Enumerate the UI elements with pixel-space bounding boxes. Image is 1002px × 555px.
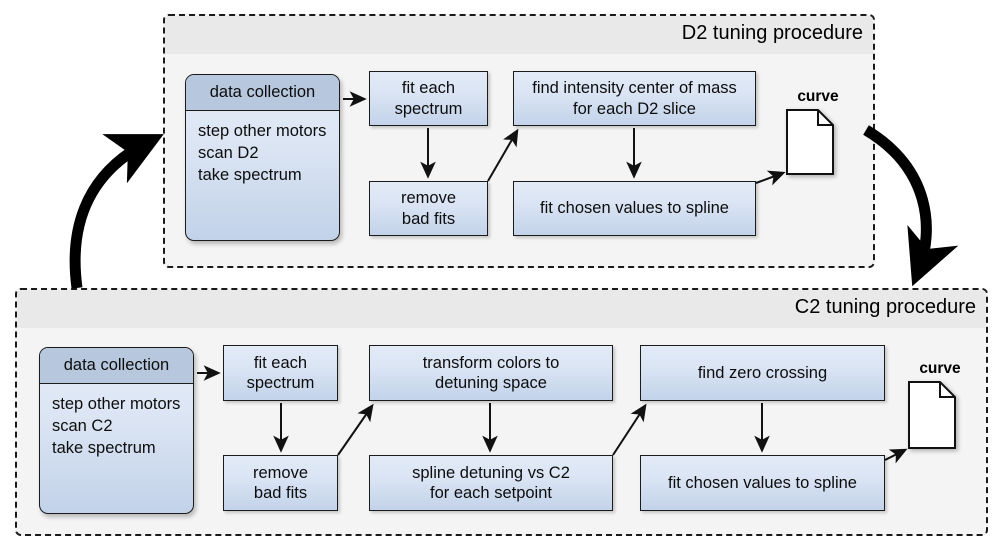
c2-step-1: step other motors: [52, 395, 181, 413]
panel-d2-header-band: [165, 16, 873, 54]
c2-fitspline-line-1: fit chosen values to spline: [668, 473, 857, 492]
panel-c2-title: C2 tuning procedure: [794, 296, 976, 318]
c2-remove-line-1: remove: [252, 463, 309, 482]
d2-step-3: take spectrum: [198, 165, 302, 184]
d2-data-collection-box: data collection step other motors scan D…: [185, 74, 340, 241]
c2-step-3: take spectrum: [52, 438, 156, 457]
panel-d2-title: D2 tuning procedure: [681, 22, 863, 44]
d2-step-2: scan D2: [198, 143, 259, 162]
d2-box-fit-each-spectrum: fit each spectrum: [369, 71, 488, 126]
d2-com-line-1: find intensity center of mass: [532, 79, 737, 98]
d2-output-curve: curve: [786, 88, 850, 198]
c2-data-collection-header: data collection: [40, 348, 193, 384]
c2-box-fit-each-spectrum: fit each spectrum: [223, 345, 338, 401]
d2-data-collection-header: data collection: [186, 75, 339, 111]
c2-box-transform-colors-to-detuning-space: transform colors to detuning space: [369, 345, 613, 401]
c2-remove-line-2: bad fits: [253, 484, 308, 502]
d2-remove-line-2: bad fits: [401, 209, 456, 228]
d2-fit-line-1: fit each: [401, 79, 456, 98]
c2-box-find-zero-crossing: find zero crossing: [640, 345, 885, 401]
d2-box-find-intensity-center-of-mass: find intensity center of mass for each D…: [513, 71, 756, 126]
c2-fit-line-2: spectrum: [246, 374, 315, 392]
c2-transform-line-1: transform colors to: [422, 353, 560, 372]
d2-spline-line-1: fit chosen values to spline: [540, 199, 729, 218]
c2-zero-line-1: find zero crossing: [697, 363, 828, 382]
c2-box-remove-bad-fits: remove bad fits: [223, 455, 338, 511]
d2-box-remove-bad-fits: remove bad fits: [369, 181, 488, 236]
loop-arrow-d2-to-c2: [863, 125, 959, 287]
loop-arrow-c2-to-d2: [69, 134, 164, 289]
d2-com-line-2: for each D2 slice: [573, 99, 696, 118]
c2-data-collection-steps: step other motors scan C2 take spectrum: [40, 384, 193, 460]
c2-fit-line-1: fit each: [253, 353, 308, 372]
d2-data-collection-steps: step other motors scan D2 take spectrum: [186, 111, 339, 187]
c2-transform-line-2: detuning space: [435, 374, 547, 392]
d2-box-fit-chosen-values-to-spline: fit chosen values to spline: [513, 181, 756, 236]
c2-spline-line-1: spline detuning vs C2: [412, 463, 570, 482]
d2-curve-label: curve: [797, 88, 839, 105]
c2-document-icon: [908, 381, 956, 449]
c2-data-collection-box: data collection step other motors scan C…: [39, 347, 194, 514]
c2-box-spline-detuning-vs-c2: spline detuning vs C2 for each setpoint: [369, 455, 613, 511]
d2-document-icon: [786, 109, 834, 175]
c2-step-2: scan C2: [52, 416, 113, 435]
c2-spline-line-2: for each setpoint: [429, 484, 552, 502]
panel-c2-header-band: [17, 290, 986, 328]
c2-box-fit-chosen-values-to-spline: fit chosen values to spline: [640, 455, 885, 511]
d2-fit-line-2: spectrum: [394, 99, 463, 118]
c2-curve-label: curve: [919, 360, 961, 377]
d2-step-1: step other motors: [198, 122, 327, 140]
c2-output-curve: curve: [908, 360, 972, 472]
d2-remove-line-1: remove: [400, 189, 457, 208]
